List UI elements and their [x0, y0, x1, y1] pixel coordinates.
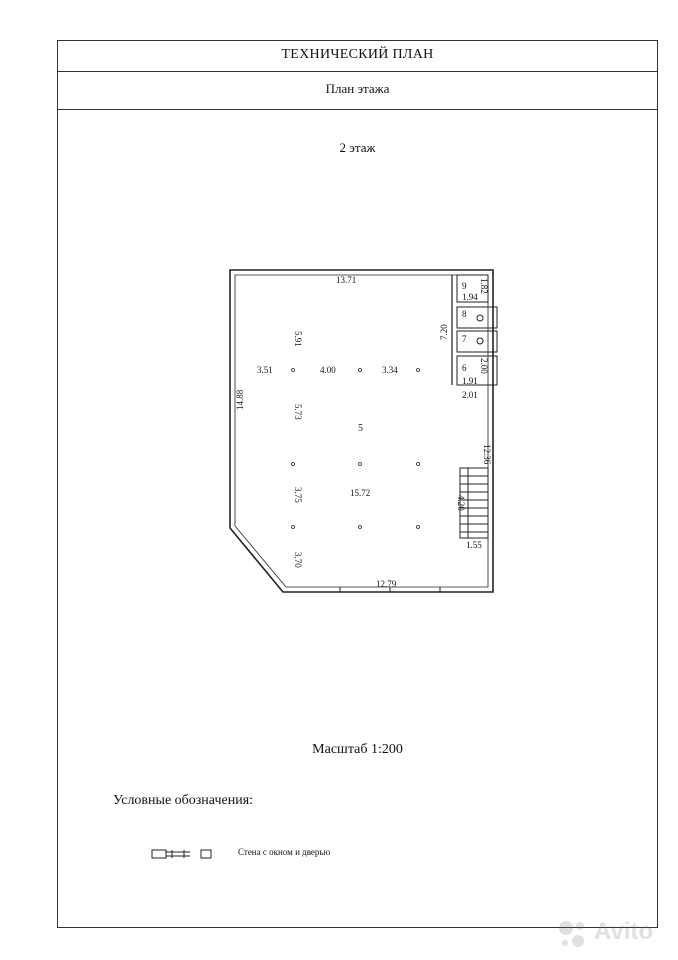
dimension-label: 5.91 — [293, 331, 303, 347]
dimension-label: 2.00 — [479, 358, 489, 374]
room-number: 6 — [462, 363, 467, 373]
room-number: 8 — [462, 309, 467, 319]
avito-watermark-text: Avito — [594, 918, 654, 945]
dimension-label: 4.00 — [320, 365, 336, 375]
dimension-label: 5.73 — [293, 404, 303, 420]
staircase — [459, 467, 489, 539]
scale-label: Масштаб 1:200 — [312, 742, 403, 757]
legend-item-label: Стена с окном и дверью — [238, 847, 331, 857]
dimension-label: 1.55 — [466, 540, 482, 550]
room-6-outline — [456, 355, 498, 386]
inner-wall-line — [234, 274, 489, 588]
dimension-label: 1.91 — [462, 376, 478, 386]
wall-window-door-symbol — [151, 849, 212, 859]
columns — [291, 368, 420, 529]
main-room-number: 5 — [358, 423, 363, 434]
window-marks — [339, 587, 441, 592]
legend-title: Условные обозначения: — [113, 793, 254, 808]
room-8-outline — [456, 306, 498, 329]
room-number: 7 — [462, 334, 467, 344]
dimension-label: 1.94 — [462, 292, 478, 302]
dimension-label: 13.71 — [336, 275, 356, 285]
technical-plan-frame: ТЕХНИЧЕСКИЙ ПЛАН План этажа 2 этаж Масшт… — [57, 40, 658, 928]
document-title: ТЕХНИЧЕСКИЙ ПЛАН — [281, 47, 434, 62]
room-9-outline — [456, 274, 489, 303]
header-divider-bottom — [58, 109, 657, 110]
dimension-label: 4.20 — [456, 495, 466, 511]
room-number: 9 — [462, 281, 467, 291]
dimension-label: 12.79 — [376, 579, 397, 589]
floor-label: 2 этаж — [339, 140, 376, 155]
header-divider — [58, 71, 657, 72]
fixture-icon — [476, 314, 484, 322]
avito-watermark: Avito — [556, 916, 666, 950]
avito-logo-icon — [559, 921, 584, 947]
fixture-icon — [476, 337, 484, 345]
dimension-label: 3.70 — [293, 552, 303, 568]
dimension-label: 14.88 — [235, 389, 245, 410]
dimension-label: 3.34 — [382, 365, 398, 375]
dimension-label: 3.75 — [293, 487, 303, 503]
dimension-label: 12.36 — [482, 444, 492, 465]
outer-wall — [229, 269, 494, 593]
dimension-label: 15.72 — [350, 488, 370, 498]
dimension-label: 1.82 — [479, 278, 489, 294]
dimension-label: 3.51 — [257, 365, 273, 375]
document-subtitle: План этажа — [325, 81, 390, 96]
dimension-label: 7.20 — [439, 324, 449, 340]
dimension-label: 2.01 — [462, 390, 478, 400]
room-7-outline — [456, 330, 498, 353]
